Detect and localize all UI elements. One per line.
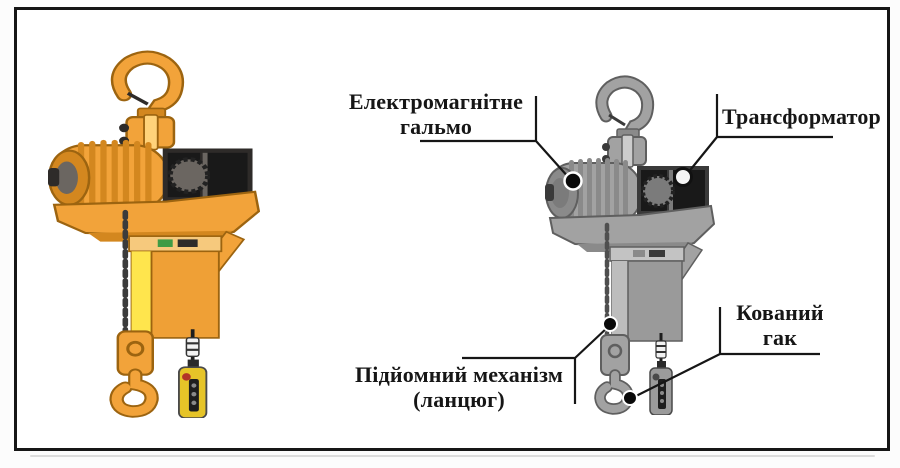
label-text-line: Електромагнітне — [348, 89, 524, 114]
label-lifting-mechanism-chain: Підйомний механізм (ланцюг) — [345, 362, 573, 412]
hoist-photo-color — [48, 50, 260, 418]
label-text-line: гальмо — [399, 114, 473, 139]
label-text-line: Підйомний механізм — [354, 362, 564, 387]
label-transformer: Трансформатор — [722, 104, 881, 129]
label-forged-hook: Кований гак — [724, 300, 836, 350]
label-text-line: Трансформатор — [722, 104, 881, 129]
label-text-line: Кований — [736, 300, 824, 325]
frame-shadow — [30, 455, 875, 457]
label-text-line: (ланцюг) — [413, 387, 505, 412]
label-text-line: гак — [762, 325, 798, 350]
label-electromagnetic-brake: Електромагнітне гальмо — [338, 89, 534, 139]
